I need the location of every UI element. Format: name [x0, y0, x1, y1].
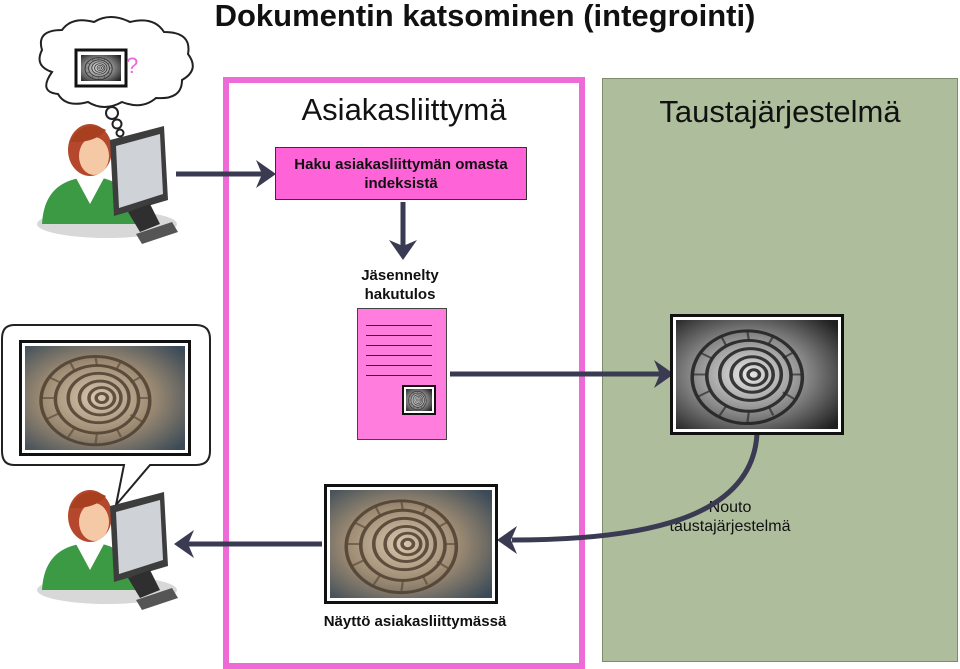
arrow-backend-to-display: [511, 433, 760, 543]
search-step-label: Haku asiakasliittymän omasta indeksistä: [294, 155, 508, 192]
user-searching-icon: [37, 124, 178, 244]
display-label: Näyttö asiakasliittymässä: [323, 613, 507, 630]
backend-panel-heading: Taustajärjestelmä: [659, 94, 901, 129]
document-text-line: [366, 355, 432, 356]
page-title: Dokumentin katsominen (integrointi): [214, 0, 756, 33]
user-viewing-icon: [37, 490, 178, 610]
document-text-line: [366, 375, 432, 376]
retrieval-label: Nouto taustajärjestelmä: [669, 499, 791, 535]
document-thumbnail: [402, 385, 436, 415]
fossil-image-display: [324, 484, 498, 604]
fossil-image-bubble: [19, 340, 191, 456]
fossil-image-backend: [670, 314, 844, 435]
document-text-line: [366, 335, 432, 336]
thought-bubble: [38, 16, 194, 138]
document-text-line: [366, 325, 432, 326]
document-text-line: [366, 345, 432, 346]
search-step-box: Haku asiakasliittymän omasta indeksistä: [275, 147, 527, 200]
document-text-line: [366, 365, 432, 366]
search-result-label: Jäsennelty hakutulos: [361, 267, 439, 303]
search-result-document: [357, 308, 447, 440]
question-mark: ?: [126, 53, 139, 78]
client-panel-heading: Asiakasliittymä: [301, 92, 507, 127]
